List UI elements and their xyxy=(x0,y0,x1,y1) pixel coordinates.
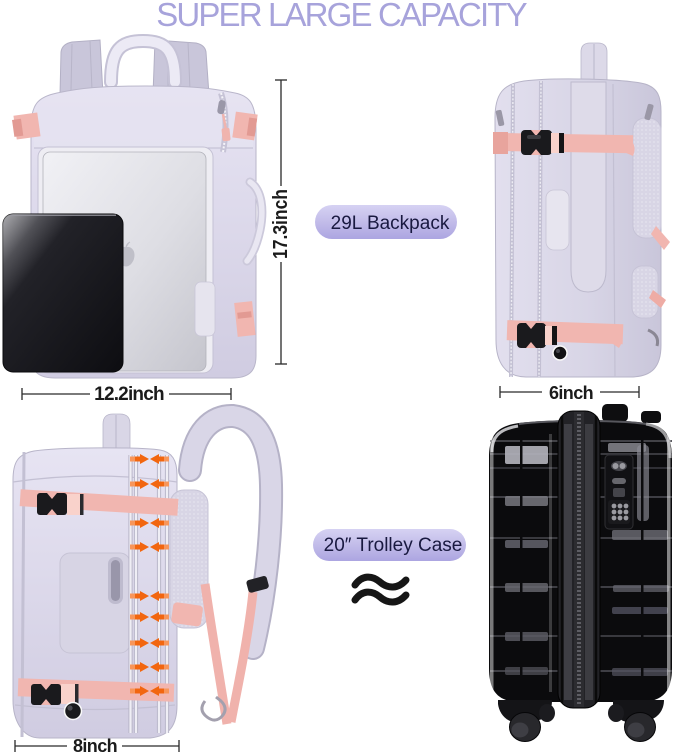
svg-text:8inch: 8inch xyxy=(73,736,117,755)
svg-text:17.3inch: 17.3inch xyxy=(270,189,292,259)
svg-text:20″ Trolley Case: 20″ Trolley Case xyxy=(324,535,463,556)
svg-text:SUPER LARGE CAPACITY: SUPER LARGE CAPACITY xyxy=(156,0,527,33)
svg-text:29L Backpack: 29L Backpack xyxy=(331,213,450,234)
svg-text:12.2inch: 12.2inch xyxy=(94,384,164,405)
svg-text:6inch: 6inch xyxy=(549,383,593,403)
